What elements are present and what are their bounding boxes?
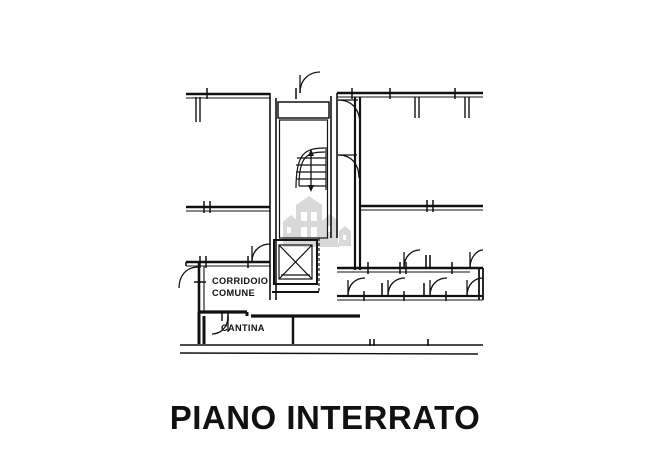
wall-middle: [186, 204, 483, 209]
plan-title: PIANO INTERRATO: [169, 399, 481, 436]
wall-corridor-top: [186, 260, 483, 270]
wall-ticks-cantina: [221, 311, 229, 321]
room-label-cantina: CANTINA: [221, 323, 265, 333]
door-ur-2: [469, 249, 484, 269]
stairwell-wall-right: [330, 93, 338, 238]
stair-direction-arrows: [308, 149, 314, 192]
elevator-shaft-inner: [278, 244, 313, 280]
door-right-upper: [337, 99, 361, 125]
wall-ticks-top: [206, 88, 456, 99]
stair-landing-inner: [278, 119, 329, 239]
door-right-lower: [337, 154, 360, 179]
door-ur-1: [403, 249, 421, 269]
wall-ticks-middle: [203, 200, 434, 213]
wall-cantina-left: [197, 312, 206, 344]
wall-top-inner: [186, 96, 483, 99]
door-corridoio-top: [251, 243, 271, 263]
wall-ticks-corridor: [199, 256, 453, 274]
boundary-ticks: [369, 339, 429, 346]
wall-stubs-top: [195, 97, 470, 122]
wall-right-connector: [478, 268, 484, 300]
door-lr-1: [347, 277, 366, 297]
door-lr-2: [387, 277, 406, 297]
stair-landing: [277, 101, 330, 119]
stair-flight: [295, 147, 327, 190]
door-corridoio-left: [178, 266, 200, 289]
elevator-shaft: [273, 239, 318, 285]
door-lr-3: [429, 277, 448, 297]
room-label-corridoio-comune: CORRIDOIO COMUNE: [212, 276, 269, 298]
wall-cantina-top: [199, 310, 360, 318]
plan-title-area: PIANO INTERRATO: [0, 398, 650, 438]
wall-middle-inner: [186, 209, 483, 212]
door-lr-4: [466, 277, 484, 297]
wall-stubs-ur: [425, 255, 431, 268]
wall-top: [186, 91, 483, 96]
plan-linework: [178, 71, 484, 355]
wall-stubs-lower-right: [381, 283, 425, 296]
wall-ticks-lower-right: [363, 291, 447, 301]
boundary-line-inner: [179, 352, 479, 355]
door-stair-top: [299, 71, 321, 94]
wall-right-strip: [353, 97, 362, 270]
